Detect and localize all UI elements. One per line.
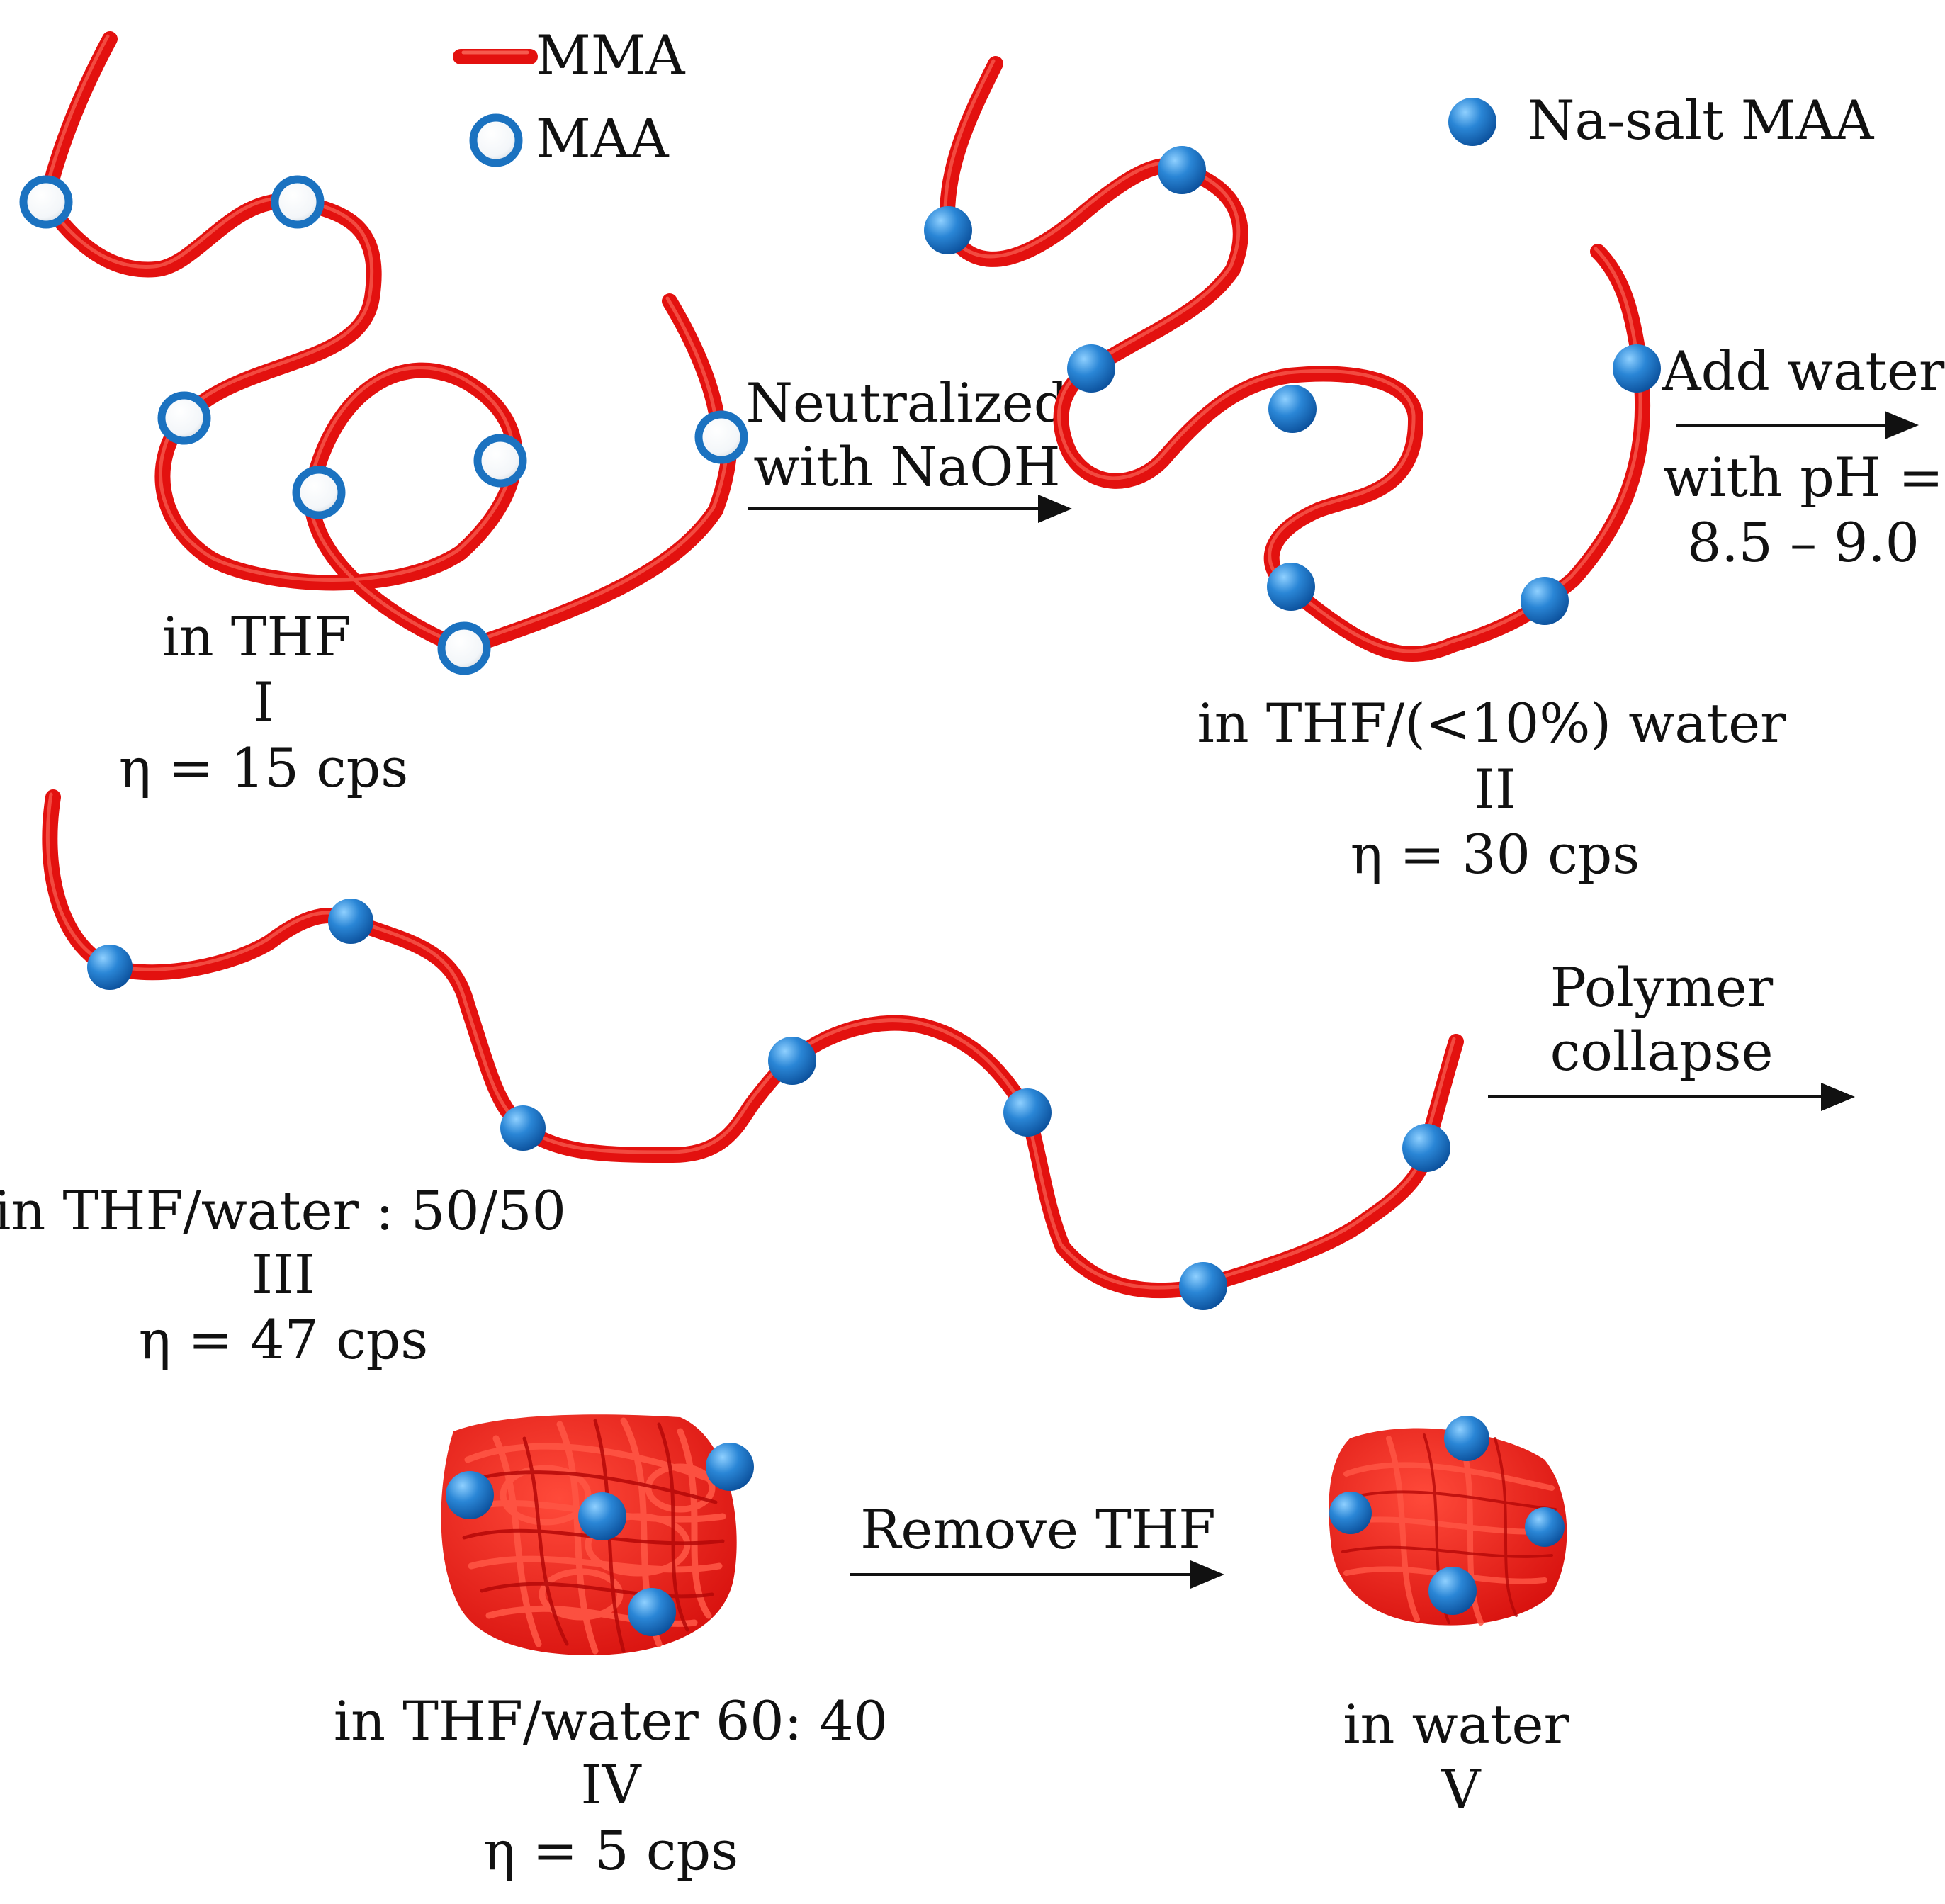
na-salt-bead <box>1179 1262 1227 1310</box>
state-ii-caption: in THF/(<10%) water II η = 30 cps <box>1197 692 1787 886</box>
legend-mma-label: MMA <box>536 23 686 86</box>
step-collapse-line1: Polymer <box>1550 956 1774 1019</box>
state-iv-coil <box>441 1414 754 1655</box>
maa-open-bead <box>271 175 325 229</box>
step-add-water-line1: Add water <box>1662 339 1945 402</box>
na-salt-bead <box>87 945 133 990</box>
state-ii-numeral: II <box>1474 757 1516 821</box>
na-salt-bead <box>1329 1492 1372 1534</box>
maa-open-bead <box>292 466 346 519</box>
na-salt-bead <box>1613 344 1661 393</box>
na-salt-bead <box>446 1471 494 1519</box>
step-collapse: Polymer collapse <box>1488 956 1855 1111</box>
na-salt-bead <box>328 899 373 944</box>
state-iv-solvent: in THF/water 60: 40 <box>334 1689 888 1752</box>
maa-open-bead <box>437 621 491 675</box>
legend-maa: MAA <box>469 107 670 170</box>
maa-open-bead <box>19 175 73 229</box>
legend-na-salt: Na-salt MAA <box>1448 89 1875 152</box>
maa-open-bead-swatch <box>469 113 523 167</box>
state-iii-numeral: III <box>252 1243 315 1306</box>
step-remove-thf-label: Remove THF <box>860 1498 1216 1561</box>
state-v-caption: in water V <box>1343 1693 1569 1821</box>
state-iv-viscosity: η = 5 cps <box>483 1819 738 1882</box>
step-add-water-line3: 8.5 – 9.0 <box>1687 511 1919 574</box>
na-salt-bead <box>1444 1416 1489 1461</box>
state-iv-numeral: IV <box>581 1753 642 1816</box>
na-salt-bead-swatch <box>1448 98 1496 146</box>
legend: MMA MAA Na-salt MAA <box>453 23 1875 170</box>
na-salt-bead <box>924 206 972 254</box>
na-salt-bead <box>706 1443 754 1491</box>
na-salt-bead <box>578 1492 626 1540</box>
na-salt-bead <box>1428 1567 1477 1615</box>
na-salt-bead <box>1003 1088 1052 1137</box>
step-add-water: Add water with pH = 8.5 – 9.0 <box>1662 339 1945 574</box>
na-salt-bead <box>1268 385 1317 433</box>
state-ii-chain <box>924 56 1661 662</box>
step-add-water-line2: with pH = <box>1663 446 1944 509</box>
state-i-caption: in THF I η = 15 cps <box>119 605 409 799</box>
state-v-particle <box>1329 1416 1567 1626</box>
state-iii-viscosity: η = 47 cps <box>139 1308 429 1371</box>
legend-mma: MMA <box>453 23 686 86</box>
state-iii-chain <box>42 789 1464 1310</box>
na-salt-bead <box>628 1588 676 1636</box>
na-salt-bead <box>1525 1507 1565 1547</box>
state-ii-viscosity: η = 30 cps <box>1351 823 1640 886</box>
na-salt-bead <box>1521 577 1569 625</box>
state-i-numeral: I <box>253 670 274 733</box>
step-neutralize: Neutralized with NaOH <box>746 371 1072 523</box>
maa-open-bead <box>694 410 748 464</box>
na-salt-bead <box>1067 344 1115 393</box>
legend-na-salt-label: Na-salt MAA <box>1528 89 1875 152</box>
state-v-solvent: in water <box>1343 1693 1569 1756</box>
na-salt-bead <box>500 1105 546 1151</box>
maa-open-bead <box>473 434 527 488</box>
na-salt-bead <box>768 1037 816 1085</box>
state-iii-solvent: in THF/water : 50/50 <box>0 1179 566 1242</box>
state-ii-solvent: in THF/(<10%) water <box>1197 692 1787 755</box>
step-remove-thf: Remove THF <box>850 1498 1224 1589</box>
state-i-solvent: in THF <box>162 605 351 668</box>
step-neutralize-line1: Neutralized <box>746 371 1069 434</box>
na-salt-bead <box>1158 146 1206 194</box>
step-collapse-line2: collapse <box>1550 1020 1774 1083</box>
maa-open-bead <box>157 391 211 445</box>
legend-maa-label: MAA <box>536 107 670 170</box>
chain-i-a <box>38 31 738 656</box>
state-i-chain <box>19 31 748 675</box>
na-salt-bead <box>1267 563 1315 611</box>
step-neutralize-line2: with NaOH <box>753 435 1060 498</box>
state-iii-caption: in THF/water : 50/50 III η = 47 cps <box>0 1179 566 1371</box>
na-salt-bead <box>1402 1124 1450 1172</box>
state-i-viscosity: η = 15 cps <box>119 736 409 799</box>
chain-iii-a <box>42 789 1464 1299</box>
state-iv-caption: in THF/water 60: 40 IV η = 5 cps <box>334 1689 888 1882</box>
state-v-numeral: V <box>1441 1758 1482 1821</box>
